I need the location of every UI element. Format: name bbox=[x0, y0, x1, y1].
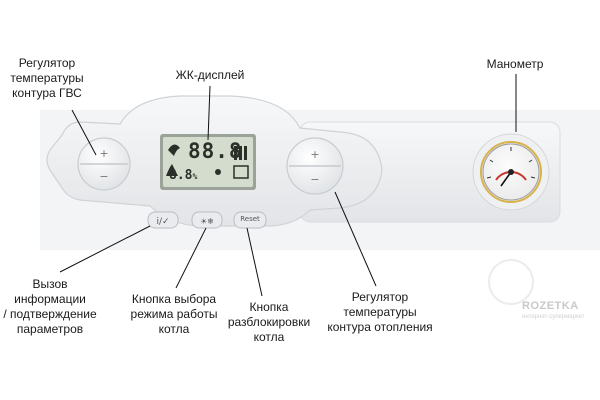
leader-lcd bbox=[207, 85, 211, 141]
leader-info bbox=[59, 225, 151, 273]
reset-button[interactable] bbox=[233, 211, 267, 229]
svg-text:−: − bbox=[310, 173, 319, 186]
label-mode-button: Кнопка выбора режима работы котла bbox=[130, 292, 218, 336]
flame-segment-icon bbox=[166, 164, 178, 176]
dhw-regulator-knob[interactable]: + − bbox=[77, 137, 131, 191]
label-manometer: Манометр bbox=[486, 57, 544, 71]
lcd-main-digits: 88.8 bbox=[188, 139, 243, 163]
lcd-small-value: 8.8 bbox=[169, 168, 193, 183]
svg-text:+: + bbox=[310, 148, 319, 161]
svg-text:☀❄: ☀❄ bbox=[200, 217, 214, 226]
lcd-small-digits: 8.8% bbox=[169, 168, 197, 183]
lcd-small-unit: % bbox=[192, 172, 198, 181]
label-reset-button: Кнопка разблокировки котла bbox=[227, 300, 311, 344]
watermark-brand: ROZETKA bbox=[522, 300, 579, 312]
svg-text:i/✓: i/✓ bbox=[156, 217, 169, 227]
leader-mode bbox=[175, 227, 207, 289]
tap-segment-icon bbox=[168, 144, 180, 156]
burner-segment-icon bbox=[215, 169, 221, 175]
radiator-segment-icon bbox=[233, 146, 249, 179]
svg-text:−: − bbox=[99, 170, 108, 183]
svg-text:+: + bbox=[99, 147, 108, 160]
gauge-reflection bbox=[488, 259, 534, 305]
gauge-needle-hub bbox=[508, 169, 514, 175]
label-lcd-display: ЖК-дисплей bbox=[175, 68, 245, 82]
leader-dhw bbox=[71, 109, 97, 156]
lcd-display bbox=[160, 134, 256, 190]
manometer-gauge bbox=[472, 133, 550, 211]
mode-button[interactable]: ☀❄ bbox=[191, 211, 223, 229]
leader-heating bbox=[334, 191, 377, 287]
label-heating-regulator: Регулятор температуры контура отопления bbox=[327, 290, 433, 334]
info-button[interactable]: i/✓ bbox=[147, 211, 179, 229]
leader-reset bbox=[246, 227, 263, 297]
reset-button-label: Reset bbox=[240, 215, 260, 223]
watermark-subtitle: интернет-супермаркет bbox=[522, 314, 585, 320]
label-dhw-regulator: Регулятор температуры контура ГВС bbox=[10, 56, 84, 100]
heating-regulator-knob[interactable]: + − bbox=[286, 137, 344, 195]
leader-lines bbox=[59, 74, 517, 297]
label-info-confirm: Вызов информации / подтверждение парамет… bbox=[3, 277, 97, 336]
